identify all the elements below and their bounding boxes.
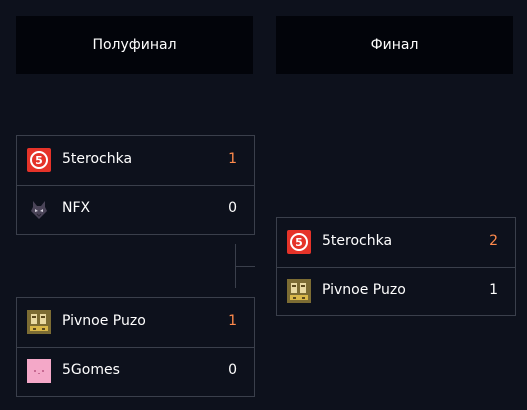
team-score: 2 xyxy=(489,233,498,249)
team-name: Pivnoe Puzo xyxy=(62,313,146,329)
team-score: 1 xyxy=(228,313,237,329)
5terochka-logo-icon: 5 xyxy=(287,230,311,254)
pivnoe-puzo-logo-icon xyxy=(287,279,311,303)
team-row-pivnoe-puzo[interactable]: Pivnoe Puzo 1 xyxy=(17,298,254,348)
match-semifinal-1[interactable]: 5 5terochka 1 NFX 0 xyxy=(16,135,255,235)
team-name: 5terochka xyxy=(62,151,133,167)
team-score: 1 xyxy=(489,282,498,298)
bracket-connector-horizontal xyxy=(235,266,255,267)
team-row-5terochka[interactable]: 5 5terochka 2 xyxy=(277,218,515,268)
round-header-final: Финал xyxy=(276,16,513,74)
match-semifinal-2[interactable]: Pivnoe Puzo 1 5Gomes 0 xyxy=(16,297,255,397)
team-name: Pivnoe Puzo xyxy=(322,282,406,298)
5terochka-logo-icon: 5 xyxy=(27,148,51,172)
round-label-semifinal: Полуфинал xyxy=(92,37,177,53)
team-row-5terochka[interactable]: 5 5terochka 1 xyxy=(17,136,254,186)
team-name: 5terochka xyxy=(322,233,393,249)
team-row-pivnoe-puzo[interactable]: Pivnoe Puzo 1 xyxy=(277,267,515,316)
team-score: 0 xyxy=(228,362,237,378)
match-final[interactable]: 5 5terochka 2 Pivnoe Puzo 1 xyxy=(276,217,516,316)
team-name: 5Gomes xyxy=(62,362,120,378)
nfx-logo-icon xyxy=(27,197,51,221)
team-name: NFX xyxy=(62,200,91,216)
pivnoe-puzo-logo-icon xyxy=(27,310,51,334)
team-score: 0 xyxy=(228,200,237,216)
team-row-nfx[interactable]: NFX 0 xyxy=(17,185,254,234)
round-header-semifinal: Полуфинал xyxy=(16,16,253,74)
5gomes-logo-icon xyxy=(27,359,51,383)
round-label-final: Финал xyxy=(370,37,419,53)
team-row-5gomes[interactable]: 5Gomes 0 xyxy=(17,347,254,396)
team-score: 1 xyxy=(228,151,237,167)
